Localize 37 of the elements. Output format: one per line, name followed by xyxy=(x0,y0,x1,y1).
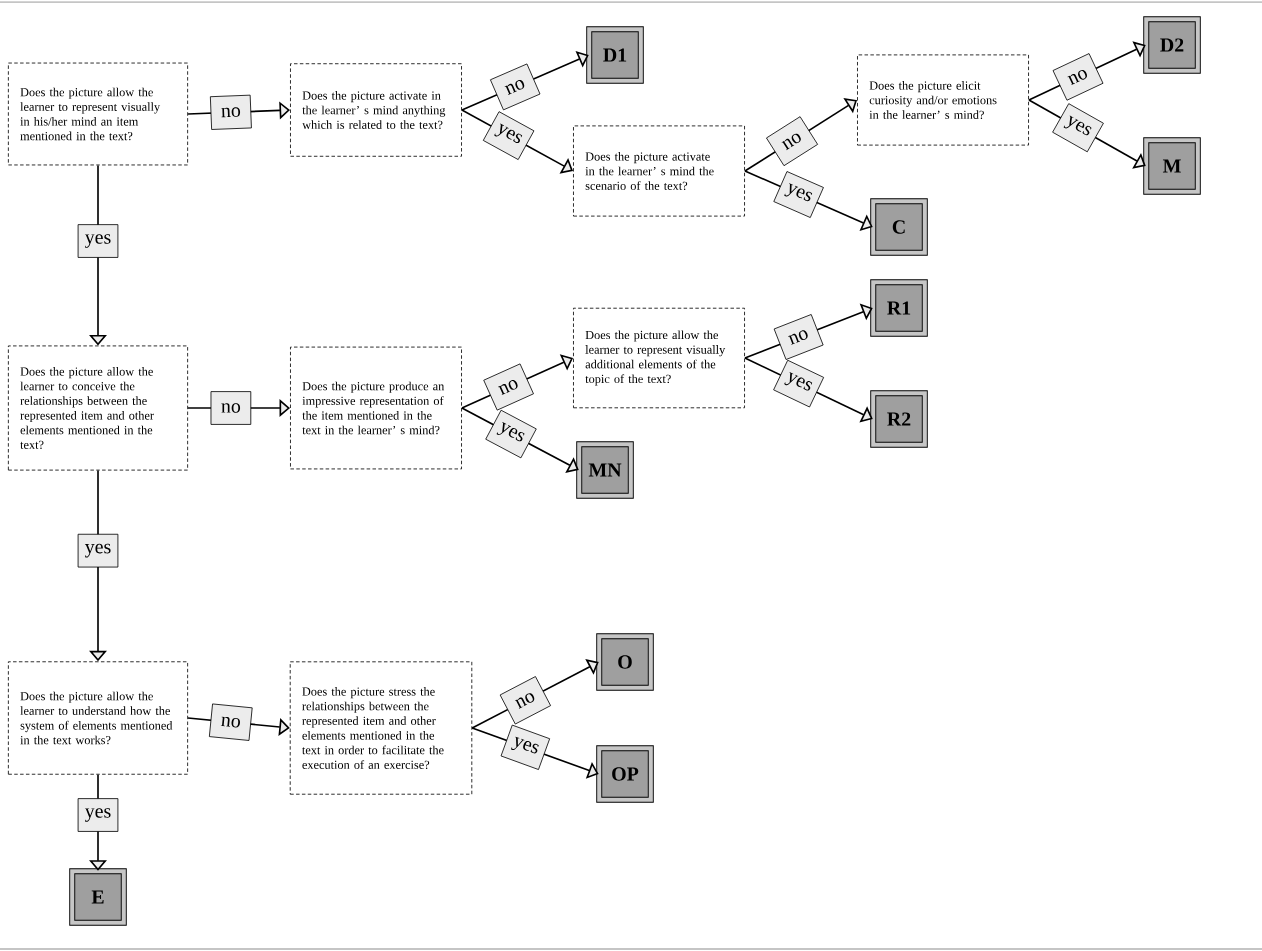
edge-label: yes xyxy=(77,224,119,258)
result-box: OP xyxy=(596,745,654,803)
edge-label: yes xyxy=(1052,103,1104,153)
edge-label: no xyxy=(483,363,534,411)
decision-box: Does the picture activate in the learner’ s mind the scenario of the text? xyxy=(573,125,745,217)
edge-label: no xyxy=(209,94,252,130)
edge-label: no xyxy=(210,391,252,425)
edge-label: yes xyxy=(77,533,119,568)
decision-box: Does the picture allow the learner to represent visually additional elements of the topic of the text? xyxy=(573,307,745,409)
decision-box: Does the picture allow the learner to represent visually in his/her mind an item mentioned in the text? xyxy=(7,62,189,166)
edge-label: yes xyxy=(77,798,119,832)
result-box: E xyxy=(69,868,127,926)
edge-label: yes xyxy=(773,171,824,218)
edge-label: no xyxy=(208,703,253,741)
result-box: R2 xyxy=(870,390,928,448)
decision-box: Does the picture allow the learner to understand how the system of elements mentioned in the text works? xyxy=(7,661,189,775)
edge-label: no xyxy=(490,63,541,111)
result-box: D2 xyxy=(1143,16,1201,74)
result-box: MN xyxy=(576,441,634,499)
decision-box: Does the picture allow the learner to conceive the relationships between the represented item and other elements mentioned in the text? xyxy=(7,345,189,471)
decision-box: Does the picture activate in the learner’ s mind anything which is related to the text? xyxy=(290,63,462,157)
edge-label: yes xyxy=(773,359,825,408)
decision-box: Does the picture elicit curiosity and/or emotions in the learner’ s mind? xyxy=(857,54,1029,146)
result-box: D1 xyxy=(586,26,644,84)
edge-label: no xyxy=(499,676,551,725)
decision-box: Does the picture produce an impressive representation of the item mentioned in the text in the learner’ s mind? xyxy=(290,346,462,470)
edge-label: yes xyxy=(482,111,535,160)
result-box: O xyxy=(596,633,654,691)
decision-box: Does the picture stress the relationships between the represented item and other elements mentioned in the text in order to facilitate the execution of an exercise? xyxy=(289,661,473,795)
edge-label: yes xyxy=(500,724,551,770)
result-box: C xyxy=(870,198,928,256)
edge-label: no xyxy=(1052,53,1104,101)
result-box: R1 xyxy=(870,279,928,337)
edge-label: no xyxy=(766,116,819,167)
edge-label: yes xyxy=(485,409,537,459)
edge-label: no xyxy=(773,314,824,360)
result-box: M xyxy=(1143,137,1201,195)
